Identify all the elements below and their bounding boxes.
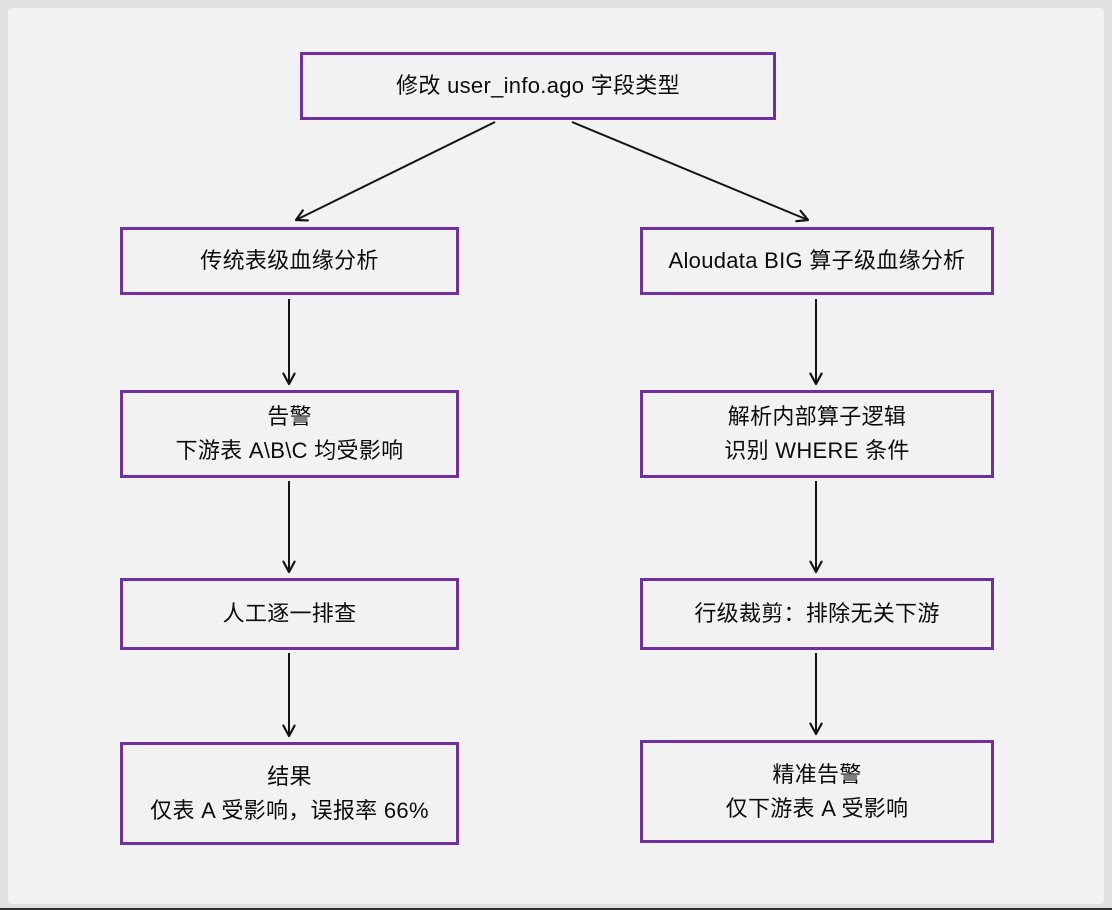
- flow-node-alert-all-downstream: 告警 下游表 A\B\C 均受影响: [120, 390, 459, 478]
- flow-node-result-false-positive: 结果 仅表 A 受影响，误报率 66%: [120, 742, 459, 845]
- flow-node-precise-alert: 精准告警 仅下游表 A 受影响: [640, 740, 994, 843]
- flow-node-aloudata-operator-lineage: Aloudata BIG 算子级血缘分析: [640, 227, 994, 295]
- node-label-line-1: 解析内部算子逻辑: [727, 404, 907, 429]
- node-label-line-1: 告警: [267, 404, 312, 429]
- flow-node-parse-operator-logic: 解析内部算子逻辑 识别 WHERE 条件: [640, 390, 994, 478]
- node-label-line-1: 精准告警: [772, 761, 862, 787]
- node-label-line-2: 下游表 A\B\C 均受影响: [175, 438, 404, 463]
- node-label: 行级裁剪：排除无关下游: [694, 601, 940, 626]
- node-label-line-2: 识别 WHERE 条件: [724, 438, 910, 463]
- flow-node-manual-check: 人工逐一排查: [120, 578, 459, 650]
- node-label: 修改 user_info.ago 字段类型: [396, 73, 680, 98]
- flow-node-change-field-type: 修改 user_info.ago 字段类型: [300, 52, 776, 120]
- node-label: Aloudata BIG 算子级血缘分析: [668, 248, 966, 273]
- node-label-line-2: 仅下游表 A 受影响: [725, 795, 909, 821]
- flow-node-traditional-table-lineage: 传统表级血缘分析: [120, 227, 459, 295]
- node-label-line-1: 结果: [267, 763, 312, 789]
- node-label: 人工逐一排查: [222, 601, 357, 626]
- flow-node-row-level-pruning: 行级裁剪：排除无关下游: [640, 578, 994, 650]
- node-label: 传统表级血缘分析: [200, 248, 379, 273]
- node-label-line-2: 仅表 A 受影响，误报率 66%: [150, 797, 429, 823]
- window-bottom-edge: [0, 908, 1112, 910]
